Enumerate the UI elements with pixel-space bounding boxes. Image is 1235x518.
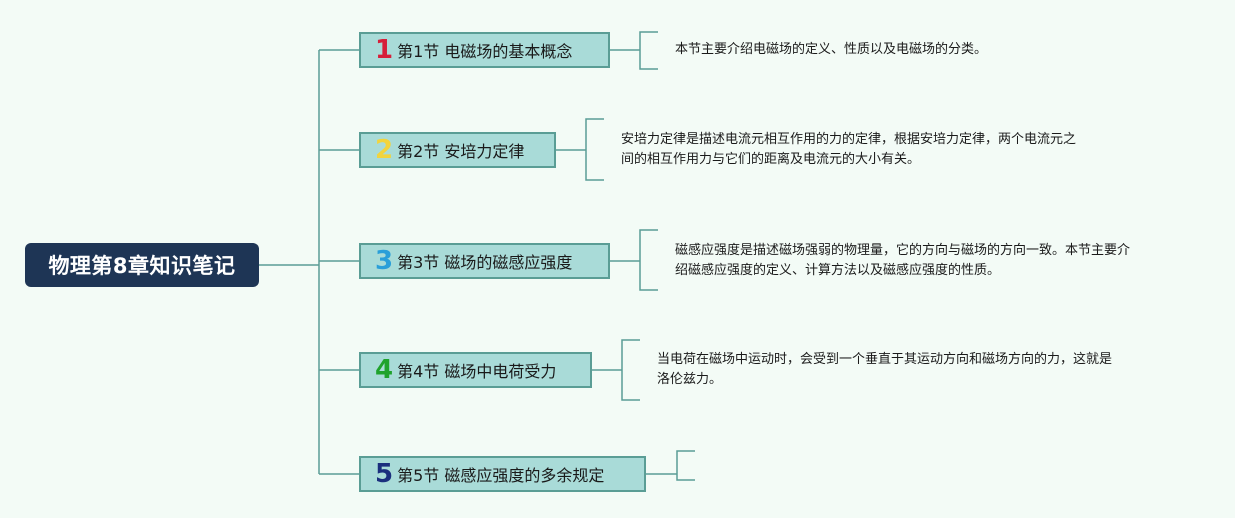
- note-line: 当电荷在磁场中运动时，会受到一个垂直于其运动方向和磁场方向的力，这就是: [657, 352, 1113, 367]
- root-topic-title: 物理第8章知识笔记: [48, 254, 236, 278]
- note-line: 洛伦兹力。: [657, 372, 723, 387]
- topic-2-title: 第2节 安培力定律: [397, 142, 525, 161]
- note-line: 本节主要介绍电磁场的定义、性质以及电磁场的分类。: [675, 42, 988, 57]
- topic-3[interactable]: 3 第3节 磁场的磁感应强度: [359, 243, 610, 279]
- number-4-icon: 4: [375, 355, 394, 385]
- topic-2[interactable]: 2 第2节 安培力定律: [359, 132, 556, 168]
- topic-5[interactable]: 5 第5节 磁感应强度的多余规定: [359, 456, 646, 492]
- root-topic[interactable]: 物理第8章知识笔记: [25, 243, 259, 287]
- number-2-icon: 2: [375, 135, 394, 165]
- note-line: 间的相互作用力与它们的距离及电流元的大小有关。: [621, 152, 921, 167]
- topic-4[interactable]: 4 第4节 磁场中电荷受力: [359, 352, 592, 388]
- note-line: 绍磁感应强度的定义、计算方法以及磁感应强度的性质。: [675, 263, 1001, 278]
- note-line: 安培力定律是描述电流元相互作用的力的定律，根据安培力定律，两个电流元之: [621, 132, 1077, 147]
- topic-5-title: 第5节 磁感应强度的多余规定: [397, 466, 605, 485]
- note-line: 磁感应强度是描述磁场强弱的物理量，它的方向与磁场的方向一致。本节主要介: [675, 243, 1131, 258]
- topic-3-title: 第3节 磁场的磁感应强度: [397, 253, 573, 272]
- topic-2-note: 安培力定律是描述电流元相互作用的力的定律，根据安培力定律，两个电流元之 间的相互…: [621, 130, 1076, 170]
- topic-1[interactable]: 1 第1节 电磁场的基本概念: [359, 32, 610, 68]
- topic-1-title: 第1节 电磁场的基本概念: [397, 42, 573, 61]
- topic-4-title: 第4节 磁场中电荷受力: [397, 362, 557, 381]
- topic-3-note: 磁感应强度是描述磁场强弱的物理量，它的方向与磁场的方向一致。本节主要介 绍磁感应…: [675, 241, 1130, 281]
- topic-4-note: 当电荷在磁场中运动时，会受到一个垂直于其运动方向和磁场方向的力，这就是 洛伦兹力…: [657, 350, 1112, 390]
- number-5-icon: 5: [375, 459, 394, 489]
- number-1-icon: 1: [375, 35, 394, 65]
- number-3-icon: 3: [375, 246, 394, 276]
- topic-1-note: 本节主要介绍电磁场的定义、性质以及电磁场的分类。: [675, 40, 987, 60]
